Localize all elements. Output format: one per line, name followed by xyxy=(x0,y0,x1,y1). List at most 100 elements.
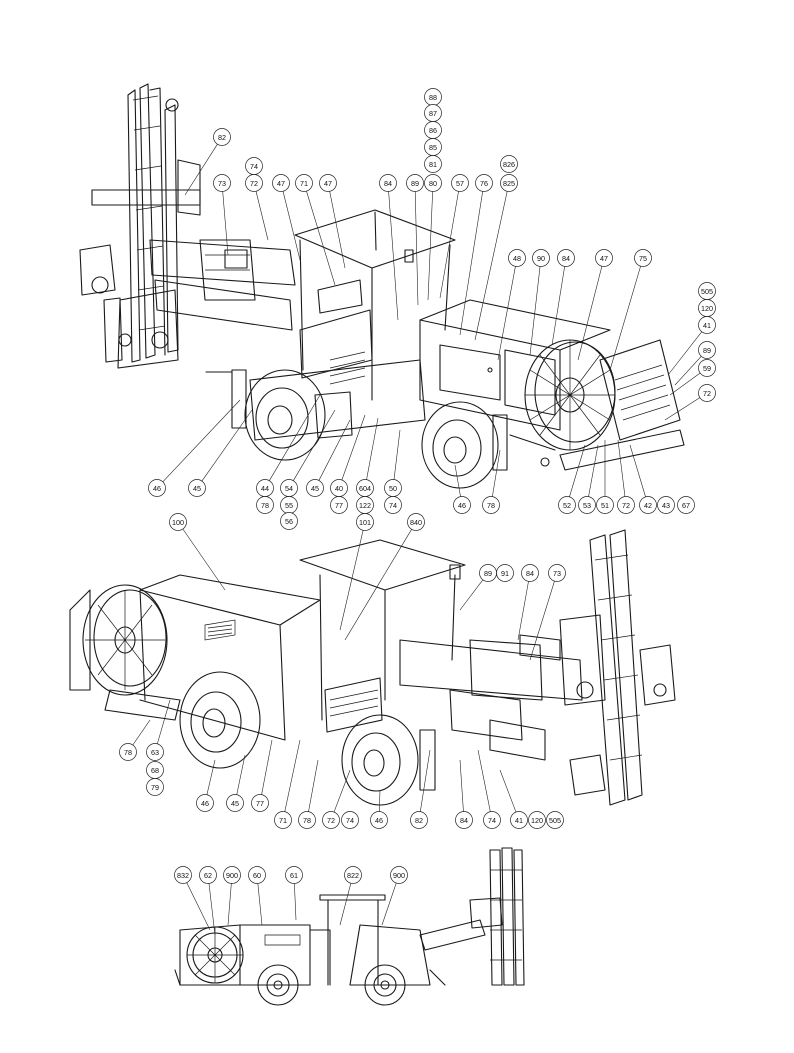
callout-label: 48 xyxy=(513,254,521,263)
callout-label: 51 xyxy=(601,501,609,510)
callout-bubble xyxy=(119,743,137,761)
leader-line xyxy=(282,191,301,261)
callout-74: 74 xyxy=(341,811,359,829)
callout-label: 89 xyxy=(703,346,711,355)
drill-mast xyxy=(559,529,676,806)
callout-bubble xyxy=(521,564,539,582)
callout-label: 89 xyxy=(411,179,419,188)
callout-46: 46 xyxy=(370,789,388,829)
leader-line xyxy=(388,191,399,321)
callout-label: 42 xyxy=(644,501,652,510)
cable-reel xyxy=(186,926,244,984)
callout-81: 81 xyxy=(424,155,442,173)
callout-label: 47 xyxy=(324,179,332,188)
callout-label: 46 xyxy=(153,484,161,493)
callout-label: 84 xyxy=(562,254,570,263)
callout-505: 505 xyxy=(698,282,716,300)
callout-label: 78 xyxy=(124,748,132,757)
callout-bubble xyxy=(453,496,471,514)
cab xyxy=(294,209,456,401)
leader-line xyxy=(617,439,626,497)
callout-bubble xyxy=(213,174,231,192)
callout-80: 80 xyxy=(424,174,442,301)
callout-label: 76 xyxy=(480,179,488,188)
callout-bubble xyxy=(657,496,675,514)
callout-84: 84 xyxy=(517,564,539,641)
rear-frame xyxy=(540,339,685,471)
boom xyxy=(79,159,296,331)
callout-bubble xyxy=(272,174,290,192)
callout-90: 90 xyxy=(529,249,550,356)
callout-label: 60 xyxy=(253,871,261,880)
callout-label: 47 xyxy=(600,254,608,263)
callout-label: 62 xyxy=(204,871,212,880)
callout-label: 45 xyxy=(193,484,201,493)
callout-label: 78 xyxy=(261,501,269,510)
callout-bubble xyxy=(508,249,526,267)
callout-bubble xyxy=(407,513,425,531)
callout-bubble xyxy=(496,564,514,582)
callout-bubble xyxy=(532,249,550,267)
callout-label: 44 xyxy=(261,484,269,493)
callout-label: 77 xyxy=(256,799,264,808)
callout-bubble xyxy=(406,174,424,192)
callout-bubble xyxy=(251,794,269,812)
callout-56: 56 xyxy=(280,512,298,530)
cable-reel xyxy=(69,584,168,696)
leader-line xyxy=(664,397,701,421)
callout-59: 59 xyxy=(669,359,716,396)
leader-line xyxy=(381,882,397,926)
drill-mast xyxy=(489,847,525,986)
callout-label: 43 xyxy=(662,501,670,510)
callout-120: 120 xyxy=(698,299,716,317)
leader-line xyxy=(674,356,702,386)
machine-view-2 xyxy=(69,529,676,806)
callout-bubble xyxy=(174,866,192,884)
leader-line xyxy=(459,191,483,336)
callout-bubble xyxy=(510,811,528,829)
leader-line xyxy=(609,266,641,371)
callout-74: 74 xyxy=(477,749,501,829)
callout-label: 47 xyxy=(277,179,285,188)
callout-label: 50 xyxy=(389,484,397,493)
callout-bubble xyxy=(500,155,518,173)
callout-label: 54 xyxy=(285,484,293,493)
callout-bubble xyxy=(298,811,316,829)
callout-bubble xyxy=(617,496,635,514)
callout-bubble xyxy=(698,384,716,402)
callout-bubble xyxy=(319,174,337,192)
callout-101: 101 xyxy=(339,513,374,631)
callout-bubble xyxy=(146,778,164,796)
callout-43: 43 xyxy=(657,496,675,514)
leader-line xyxy=(284,739,301,812)
leader-line xyxy=(206,759,216,795)
callout-label: 91 xyxy=(501,569,509,578)
callout-label: 88 xyxy=(429,93,437,102)
callout-bubble xyxy=(595,249,613,267)
callout-51: 51 xyxy=(596,440,614,514)
callout-label: 57 xyxy=(456,179,464,188)
leader-line xyxy=(182,528,226,591)
callout-822: 822 xyxy=(339,866,362,926)
callout-89: 89 xyxy=(406,174,424,306)
callout-label: 120 xyxy=(531,816,543,825)
callout-48: 48 xyxy=(497,249,526,361)
callout-label: 840 xyxy=(410,518,422,527)
callout-bubble xyxy=(410,811,428,829)
callout-label: 61 xyxy=(290,871,298,880)
callout-57: 57 xyxy=(439,174,469,299)
callout-label: 86 xyxy=(429,126,437,135)
callout-78: 78 xyxy=(482,449,501,514)
callout-41: 41 xyxy=(667,316,716,376)
callout-bubble xyxy=(698,341,716,359)
callout-label: 71 xyxy=(300,179,308,188)
leader-line xyxy=(308,759,319,812)
callout-825: 825 xyxy=(474,174,518,341)
callout-bubble xyxy=(548,564,566,582)
leader-line xyxy=(293,409,336,481)
callout-label: 825 xyxy=(503,179,515,188)
callout-bubble xyxy=(146,743,164,761)
callout-label: 73 xyxy=(553,569,561,578)
